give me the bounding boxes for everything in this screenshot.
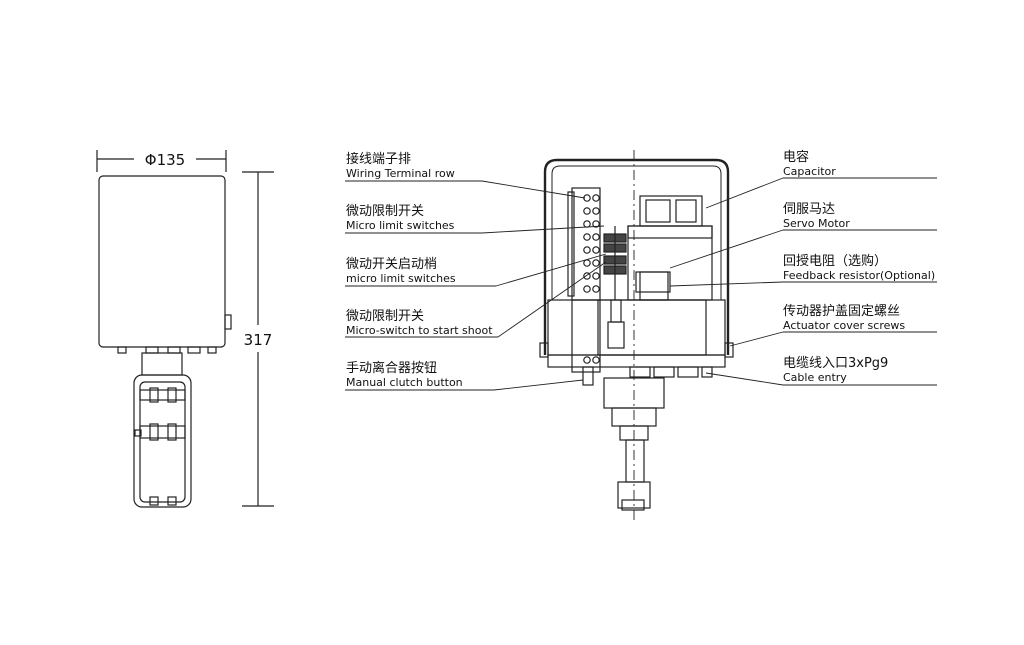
external-view: Φ135 [96,150,274,508]
label-micro-limit-zh: 微动限制开关 [346,204,424,219]
label-micro-limit-en: Micro limit switches [346,219,455,232]
capacitor [639,195,703,227]
servo-motor [597,225,713,356]
side-screw [224,314,232,330]
label-clutch-en: Manual clutch button [346,376,463,389]
label-switch-pin-zh: 微动开关启动梢 [346,257,437,272]
leader-lines-left [345,180,607,391]
label-clutch-zh: 手动离合器按钮 [346,360,437,376]
cable-entries [629,366,713,378]
label-wiring-terminal-en: Wiring Terminal row [346,167,455,180]
height-dimension: 317 [242,171,274,507]
labels-right: 电容 Capacitor 伺服马达 Servo Motor 回授电阻（选购） F… [783,149,935,384]
label-cover-screws-en: Actuator cover screws [783,319,905,332]
label-start-shoot-zh: 微动限制开关 [346,309,424,324]
micro-switches [603,226,627,349]
feedback-resistor [635,271,671,293]
label-wiring-terminal-zh: 接线端子排 [346,151,411,167]
label-feedback-zh: 回授电阻（选购） [783,253,887,269]
base-flange [547,354,726,368]
terminal-screws [583,194,600,364]
labels-left: 接线端子排 Wiring Terminal row 微动限制开关 Micro l… [346,151,493,389]
manual-clutch-button [582,366,594,386]
label-cover-screws-zh: 传动器护盖固定螺丝 [783,304,900,319]
label-cable-entry-zh: 电缆线入口3xPg9 [783,355,888,371]
leader-lines-right [669,177,937,386]
cutaway-view: 接线端子排 Wiring Terminal row 微动限制开关 Micro l… [345,149,937,520]
actuator-yoke [133,374,192,508]
label-feedback-en: Feedback resistor(Optional) [783,269,935,282]
cable-glands [117,346,217,354]
label-servo-zh: 伺服马达 [783,202,835,217]
base-plate [547,299,726,356]
label-capacitor-en: Capacitor [783,165,836,178]
height-dimension-label: 317 [244,331,273,349]
width-dimension-label: Φ135 [145,151,185,169]
actuator-neck [141,352,183,376]
label-start-shoot-en: Micro-switch to start shoot [346,324,493,337]
actuator-cover [543,158,730,355]
label-switch-pin-en: micro limit switches [346,272,456,285]
label-cable-entry-en: Cable entry [783,371,847,384]
cover-screw-left [539,342,549,358]
output-shaft [603,377,665,511]
terminal-block [567,187,601,373]
label-servo-en: Servo Motor [783,217,850,230]
actuator-body [98,175,226,348]
label-capacitor-zh: 电容 [783,149,809,165]
yoke-details [134,387,186,506]
width-dimension: Φ135 [96,150,227,172]
cover-screw-right [724,342,734,358]
